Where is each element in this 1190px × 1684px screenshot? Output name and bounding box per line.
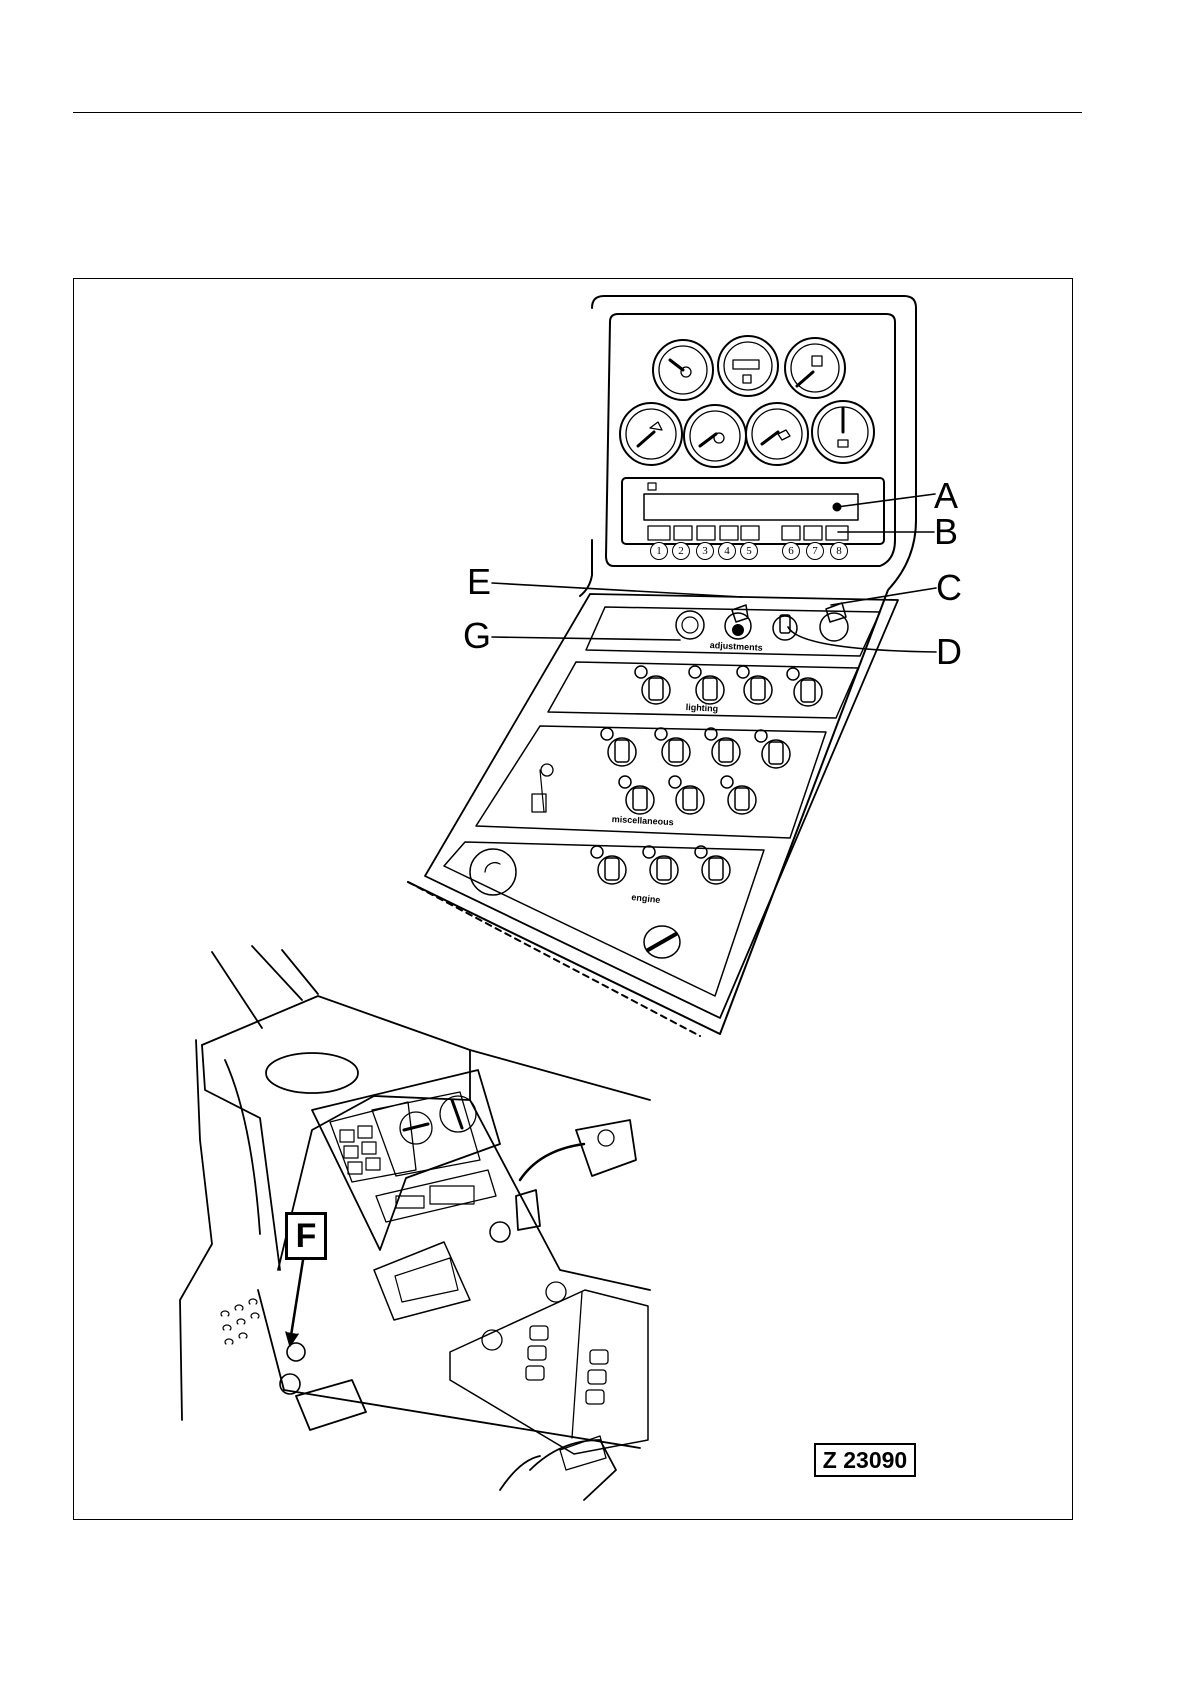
callout-d: D [936, 634, 962, 670]
switch-panel [425, 594, 898, 1018]
section-label-lighting: lighting [685, 702, 718, 714]
gauge-row-top [653, 336, 845, 400]
callout-e: E [467, 564, 491, 600]
button-number: 6 [782, 542, 800, 560]
callout-f-box: F [285, 1212, 327, 1260]
button-number: 7 [806, 542, 824, 560]
button-number: 4 [718, 542, 736, 560]
callout-c: C [936, 570, 962, 606]
callout-g: G [463, 618, 491, 654]
display-unit [622, 478, 884, 544]
button-number: 2 [672, 542, 690, 560]
button-number: 5 [740, 542, 758, 560]
callout-b: B [934, 514, 958, 550]
button-number: 8 [830, 542, 848, 560]
cab-interior [180, 946, 650, 1500]
gauge-row-bottom [620, 401, 874, 467]
button-number: 1 [650, 542, 668, 560]
button-number: 3 [696, 542, 714, 560]
leader-lines [492, 494, 936, 652]
rocker-switches [591, 666, 822, 884]
callout-a: A [934, 478, 958, 514]
figure-code: Z 23090 [814, 1443, 916, 1477]
